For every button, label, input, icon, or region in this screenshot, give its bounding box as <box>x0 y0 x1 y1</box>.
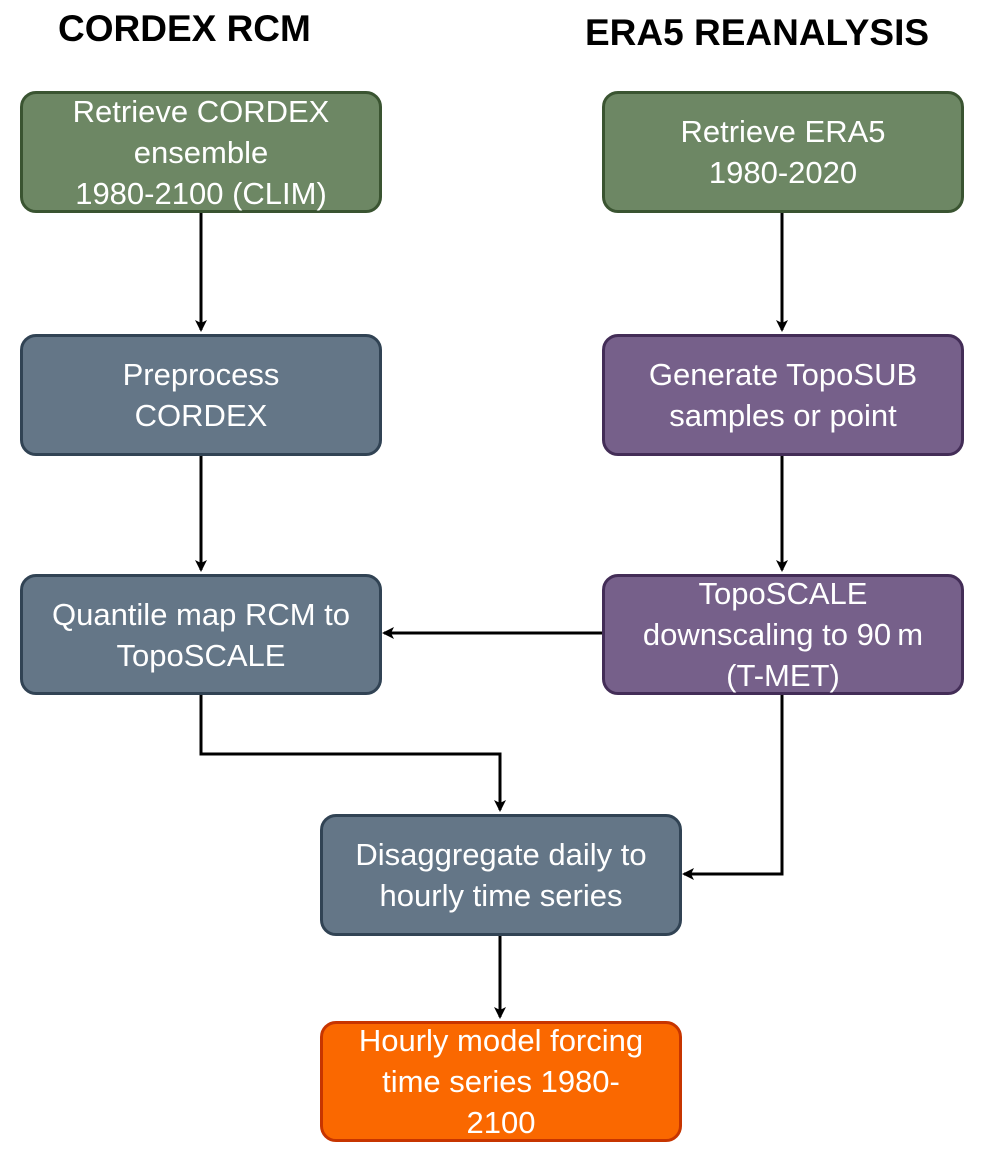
edge-quantile-map-to-disaggregate <box>199 694 506 812</box>
node-preprocess-cordex-label: Preprocess CORDEX <box>122 357 280 433</box>
node-output-forcing-label: Hourly model forcing time series 1980- 2… <box>358 1023 644 1140</box>
node-quantile-map-label: Quantile map RCM to TopoSCALE <box>51 596 351 673</box>
heading-era5-reanalysis: ERA5 REANALYSIS <box>585 12 930 53</box>
node-output-forcing: Hourly model forcing time series 1980- 2… <box>320 1021 682 1142</box>
node-generate-toposub: Generate TopoSUB samples or point <box>602 334 964 456</box>
node-quantile-map: Quantile map RCM to TopoSCALE <box>20 574 382 695</box>
node-retrieve-era5-label: Retrieve ERA5 1980-2020 <box>680 114 886 190</box>
node-retrieve-cordex-label: Retrieve CORDEX ensemble 1980-2100 (CLIM… <box>72 93 330 211</box>
edge-toposcale-to-disaggregate <box>682 694 784 880</box>
node-preprocess-cordex: Preprocess CORDEX <box>20 334 382 456</box>
node-disaggregate-label: Disaggregate daily to hourly time series <box>355 837 647 913</box>
node-retrieve-cordex: Retrieve CORDEX ensemble 1980-2100 (CLIM… <box>20 91 382 213</box>
node-generate-toposub-label: Generate TopoSUB samples or point <box>648 357 918 433</box>
heading-cordex-rcm: CORDEX RCM <box>58 8 311 49</box>
node-retrieve-era5: Retrieve ERA5 1980-2020 <box>602 91 964 213</box>
node-toposcale: TopoSCALE downscaling to 90 m (T-MET) <box>602 574 964 695</box>
node-toposcale-label: TopoSCALE downscaling to 90 m (T-MET) <box>642 576 924 693</box>
node-disaggregate: Disaggregate daily to hourly time series <box>320 814 682 936</box>
